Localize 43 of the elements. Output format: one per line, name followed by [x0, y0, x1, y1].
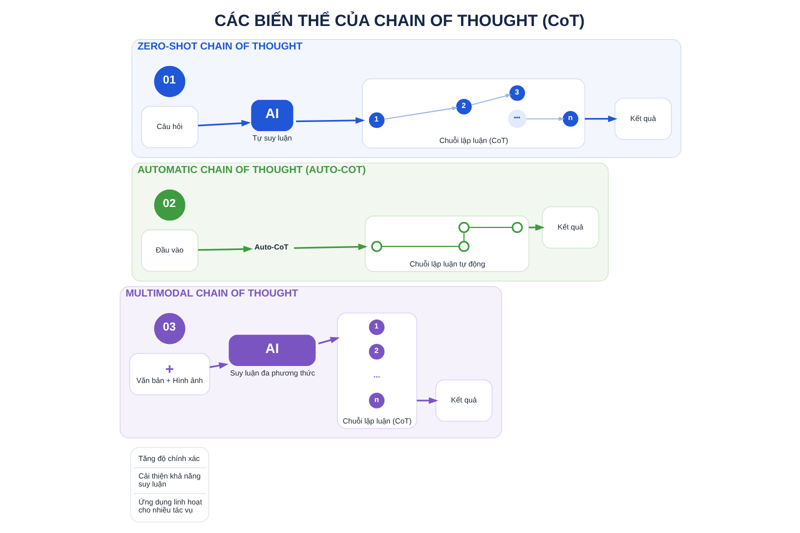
node-label: Tự suy luận: [252, 133, 292, 142]
node-circle: 2: [456, 98, 472, 114]
arrow: [526, 116, 564, 121]
node-box: Câu hỏi: [140, 106, 198, 148]
arrow: [318, 336, 340, 344]
node-circle: [458, 240, 470, 252]
arrow: [584, 116, 617, 122]
connector: [381, 246, 459, 248]
node-circle: 02: [154, 189, 185, 221]
node-box: AI: [250, 100, 293, 132]
diagram-title: CÁC BIẾN THỂ CỦA CHAIN OF THOUGHT (CoT): [214, 12, 584, 30]
arrow: [296, 117, 364, 124]
node-box: Kết quả: [541, 206, 599, 249]
arrow: [198, 246, 252, 252]
arrow: [197, 120, 250, 126]
arrow: [416, 397, 438, 404]
node-box: Đầu vào: [140, 229, 198, 272]
node-circle: [370, 240, 382, 252]
node-circle: 01: [154, 66, 185, 98]
node-box: Kết quả: [614, 98, 672, 140]
node-box: AI: [228, 334, 316, 366]
node-box: Kết quả: [434, 379, 492, 422]
connector: [468, 226, 512, 228]
arrow: [470, 94, 512, 106]
arrow: [294, 244, 368, 250]
node-circle: [458, 222, 470, 234]
arrow: [209, 362, 228, 369]
arrow: [528, 224, 544, 231]
node-circle: 1: [368, 112, 384, 128]
node-circle: [511, 222, 522, 234]
node-circle: 3: [508, 85, 525, 101]
node-circle: n: [562, 111, 578, 127]
arrow: [384, 106, 458, 120]
node-box: + Văn bản + Hình ảnh: [128, 352, 210, 396]
cluster: Chuỗi lập luận tự động: [364, 216, 529, 272]
connector: [462, 232, 464, 242]
node-circle: 1: [368, 319, 384, 336]
node-label: Suy luận đa phương thức: [230, 368, 315, 378]
node-text: Auto-CoT: [254, 242, 288, 252]
node-circle: 03: [154, 313, 185, 344]
node-circle: 2: [368, 344, 384, 360]
node-circle: n: [368, 392, 384, 408]
node-box: Tăng độ chính xác Cải thiện khả năng suy luận Ứng dụng linh hoạt cho nhiều tác vụ: [130, 447, 209, 522]
